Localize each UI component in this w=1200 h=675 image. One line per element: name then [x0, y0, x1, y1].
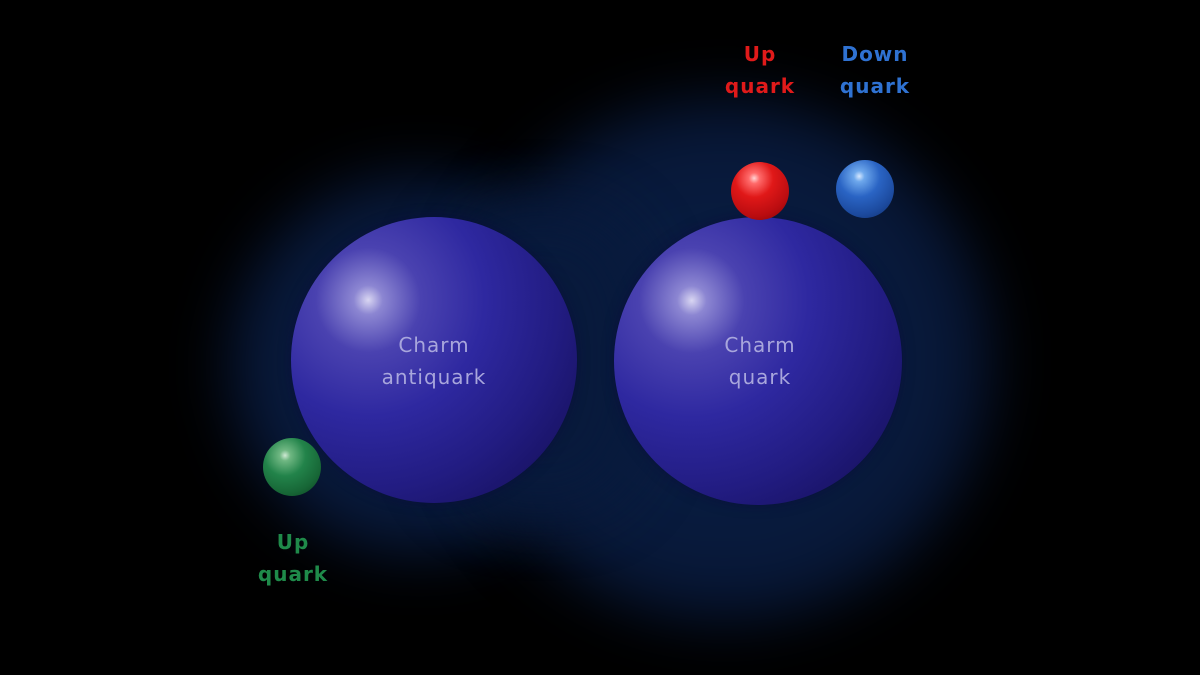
up-quark-red-sphere: [731, 162, 789, 220]
down-quark-blue-label: Down quark: [815, 38, 935, 102]
charm-antiquark-label: Charm antiquark: [334, 329, 534, 393]
up-quark-green-label-line1: Up: [276, 530, 310, 554]
charm-quark-label-line2: quark: [728, 365, 792, 389]
charm-quark-label-line1: Charm: [724, 333, 796, 357]
charm-quark-label: Charm quark: [660, 329, 860, 393]
charm-quark-sphere: [614, 217, 902, 505]
up-quark-red-label: Up quark: [700, 38, 820, 102]
down-quark-blue-sphere: [836, 160, 894, 218]
charm-antiquark-sphere: [291, 217, 577, 503]
up-quark-green-sphere: [263, 438, 321, 496]
down-quark-blue-label-line1: Down: [841, 42, 909, 66]
up-quark-red-label-line2: quark: [724, 74, 796, 98]
up-quark-red-label-line1: Up: [743, 42, 777, 66]
up-quark-green-label-line2: quark: [257, 562, 329, 586]
charm-antiquark-label-line1: Charm: [398, 333, 470, 357]
charm-antiquark-label-line2: antiquark: [381, 365, 487, 389]
down-quark-blue-label-line2: quark: [839, 74, 911, 98]
up-quark-green-label: Up quark: [233, 526, 353, 590]
